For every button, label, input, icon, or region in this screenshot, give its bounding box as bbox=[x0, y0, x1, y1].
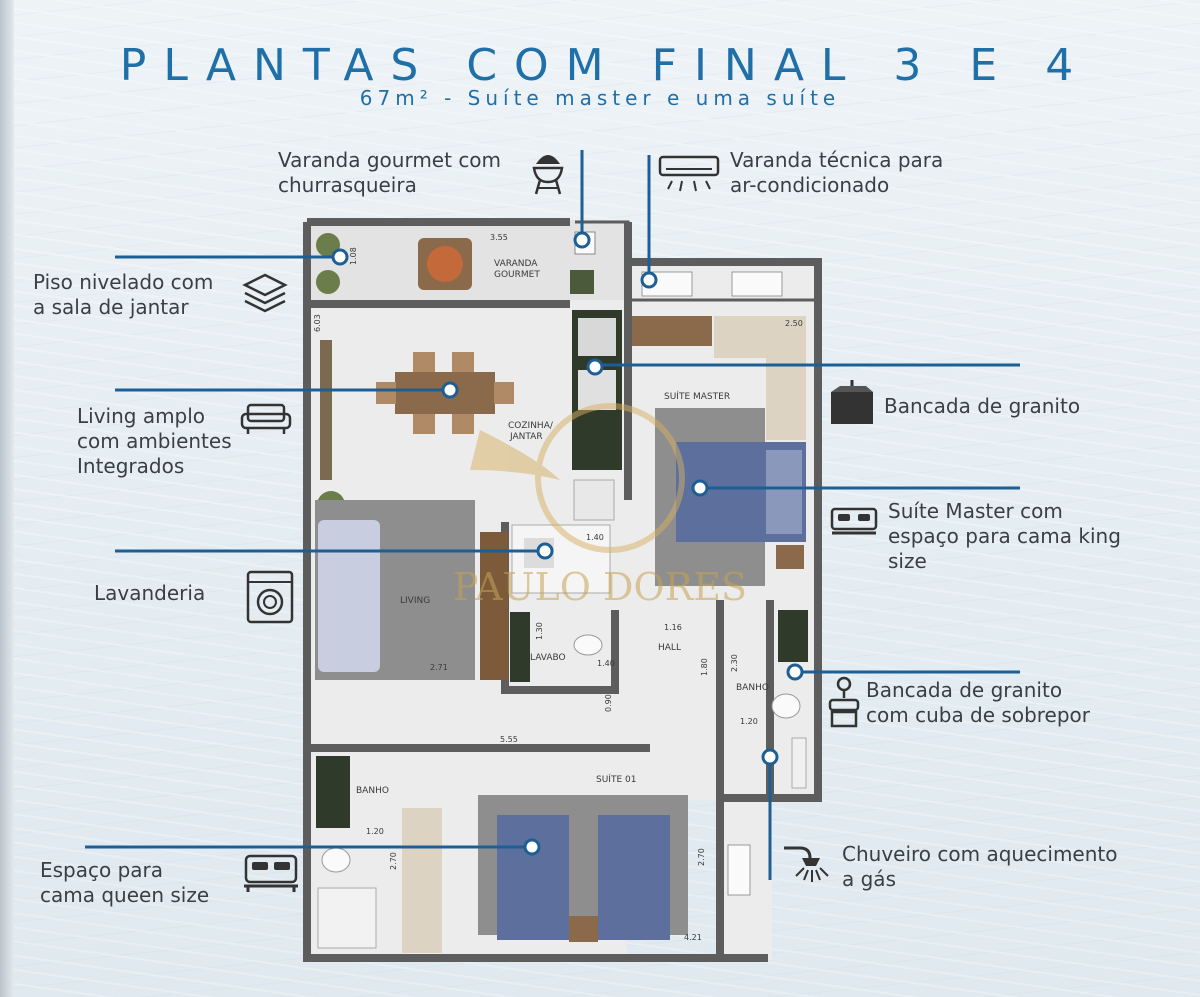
dim-140a: 1.40 bbox=[586, 533, 604, 542]
dim-090: 0.90 bbox=[604, 694, 613, 712]
suite-master-furniture bbox=[632, 316, 806, 586]
washbasin-icon bbox=[828, 676, 860, 728]
watermark-logo bbox=[470, 403, 685, 553]
room-varanda: VARANDA bbox=[494, 259, 538, 269]
bed-icon bbox=[830, 507, 878, 535]
room-banho-suite01: BANHO bbox=[356, 786, 389, 796]
room-suite-master: SUÍTE MASTER bbox=[664, 390, 730, 402]
dim-270b: 2.70 bbox=[697, 848, 706, 866]
banho-master bbox=[771, 610, 808, 789]
sink-counter-icon bbox=[831, 380, 873, 424]
room-cozinha: COZINHA/ bbox=[508, 421, 554, 431]
room-hall: HALL bbox=[658, 643, 681, 653]
sofa-icon bbox=[240, 403, 292, 434]
dim-120b: 1.20 bbox=[366, 827, 384, 836]
dim-108: 1.08 bbox=[349, 247, 358, 265]
dim-555: 5.55 bbox=[500, 735, 518, 744]
callout-bancada-cuba: Bancada de granito com cuba de sobrepor bbox=[866, 678, 1091, 727]
room-living: LIVING bbox=[400, 596, 430, 606]
dim-130: 1.30 bbox=[535, 622, 544, 640]
layers-icon bbox=[242, 273, 288, 313]
grill-icon bbox=[532, 155, 564, 195]
room-banho-master: BANHO bbox=[736, 683, 769, 693]
callout-suite-master: Suíte Master com espaço para cama king s… bbox=[888, 499, 1121, 573]
shower-icon bbox=[784, 846, 829, 882]
callout-lavanderia: Lavanderia bbox=[94, 581, 206, 605]
watermark-text: PAULO DORES bbox=[453, 565, 747, 609]
left-edge bbox=[0, 0, 14, 997]
callout-bancada-granito: Bancada de granito bbox=[884, 394, 1081, 418]
dim-355: 3.55 bbox=[490, 233, 508, 242]
lavabo bbox=[510, 612, 603, 682]
callout-lines bbox=[85, 150, 1020, 880]
callout-varanda-tecnica: Varanda técnica para ar-condicionado bbox=[730, 148, 944, 197]
room-suite01: SUÍTE 01 bbox=[596, 773, 636, 785]
dim-271: 2.71 bbox=[430, 663, 448, 672]
dim-180: 1.80 bbox=[700, 658, 709, 676]
room-jantar: JANTAR bbox=[509, 432, 543, 442]
room-lavabo: LAVABO bbox=[530, 653, 566, 663]
callout-espaco-queen: Espaço para cama queen size bbox=[40, 858, 210, 907]
page-title: PLANTAS COM FINAL 3 E 4 bbox=[119, 40, 1091, 91]
dim-230: 2.30 bbox=[730, 654, 739, 672]
kitchen bbox=[572, 310, 622, 521]
room-gourmet: GOURMET bbox=[494, 270, 540, 280]
callout-chuveiro: Chuveiro com aquecimento a gás bbox=[842, 842, 1118, 891]
laundry-area bbox=[511, 524, 611, 594]
page-subtitle: 67m² - Suíte master e uma suíte bbox=[359, 86, 841, 110]
dim-250: 2.50 bbox=[785, 319, 803, 328]
dim-603: 6.03 bbox=[313, 314, 322, 332]
callout-piso-nivelado: Piso nivelado com a sala de jantar bbox=[33, 270, 214, 319]
dim-421: 4.21 bbox=[684, 933, 702, 942]
living-furniture bbox=[315, 500, 508, 680]
banho-suite01 bbox=[316, 756, 377, 949]
air-conditioner-icon bbox=[658, 155, 720, 192]
callout-varanda-gourmet: Varanda gourmet com churrasqueira bbox=[278, 148, 502, 197]
dim-120a: 1.20 bbox=[740, 717, 758, 726]
washing-machine-icon bbox=[246, 570, 294, 624]
callout-living-amplo: Living amplo com ambientes Integrados bbox=[77, 404, 232, 478]
shower-area bbox=[727, 844, 751, 896]
dim-140b: 1.40 bbox=[597, 659, 615, 668]
suite01-furniture bbox=[402, 795, 688, 953]
double-bed-icon bbox=[244, 854, 298, 892]
dim-116: 1.16 bbox=[664, 623, 682, 632]
callout-dots bbox=[331, 231, 804, 856]
dim-270a: 2.70 bbox=[389, 852, 398, 870]
